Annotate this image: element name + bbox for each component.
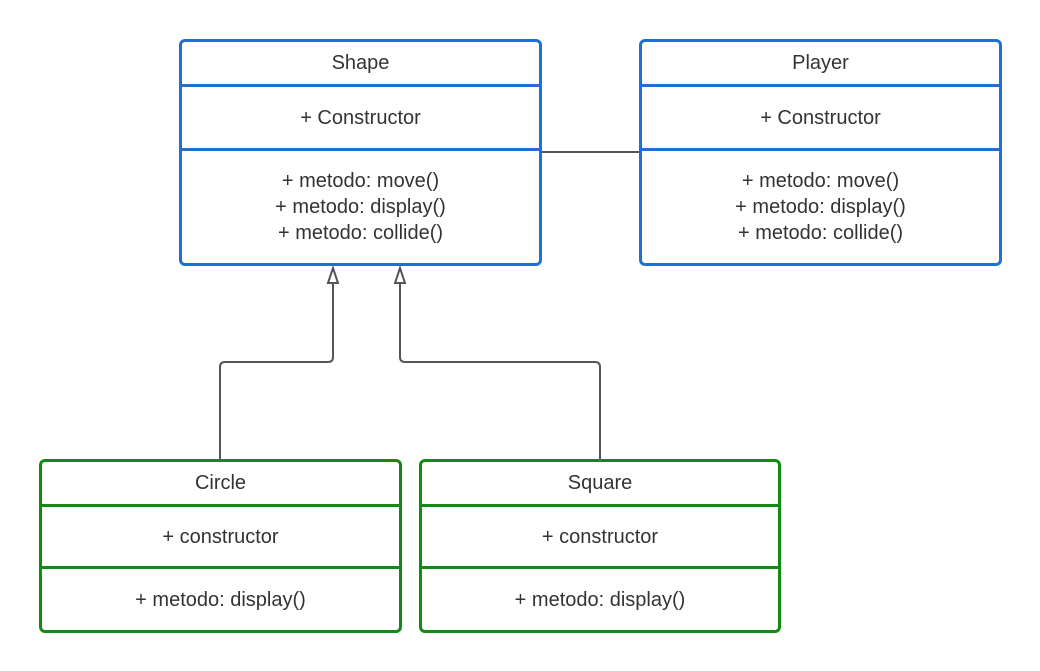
class-attributes-shape: + Constructor xyxy=(182,84,539,148)
class-attributes-circle: + constructor xyxy=(42,504,399,566)
operation-item: + metodo: move() xyxy=(281,170,440,192)
class-operations-circle: + metodo: display() xyxy=(42,566,399,630)
class-box-circle[interactable]: Circle + constructor + metodo: display() xyxy=(39,459,402,633)
operation-item: + metodo: collide() xyxy=(737,222,904,244)
class-attributes-square: + constructor xyxy=(422,504,778,566)
class-name-label: Player xyxy=(792,52,849,74)
class-operations-square: + metodo: display() xyxy=(422,566,778,630)
inheritance-line-circle-shape xyxy=(219,283,334,459)
inheritance-arrowhead-circle xyxy=(326,264,340,284)
attribute-item: + Constructor xyxy=(760,106,881,129)
class-operations-shape: + metodo: move() + metodo: display() + m… xyxy=(182,148,539,263)
inheritance-line-square-shape xyxy=(399,283,601,459)
class-box-player[interactable]: Player + Constructor + metodo: move() + … xyxy=(639,39,1002,266)
inheritance-arrowhead-square xyxy=(393,264,407,284)
class-box-square[interactable]: Square + constructor + metodo: display() xyxy=(419,459,781,633)
class-name-shape: Shape xyxy=(182,42,539,84)
class-name-label: Circle xyxy=(194,472,247,494)
operation-item: + metodo: display() xyxy=(275,196,446,218)
attribute-item: + Constructor xyxy=(300,106,421,129)
attribute-item: + constructor xyxy=(541,525,659,548)
class-box-shape[interactable]: Shape + Constructor + metodo: move() + m… xyxy=(179,39,542,266)
operation-item: + metodo: display() xyxy=(735,196,906,218)
class-name-square: Square xyxy=(422,462,778,504)
class-name-label: Shape xyxy=(331,52,390,74)
class-name-circle: Circle xyxy=(42,462,399,504)
class-operations-player: + metodo: move() + metodo: display() + m… xyxy=(642,148,999,263)
operation-item: + metodo: collide() xyxy=(277,222,444,244)
operation-item: + metodo: move() xyxy=(741,170,900,192)
attribute-item: + constructor xyxy=(162,525,279,548)
operation-item: + metodo: display() xyxy=(135,588,306,611)
class-name-label: Square xyxy=(567,472,633,494)
class-name-player: Player xyxy=(642,42,999,84)
class-attributes-player: + Constructor xyxy=(642,84,999,148)
operation-item: + metodo: display() xyxy=(514,588,686,611)
